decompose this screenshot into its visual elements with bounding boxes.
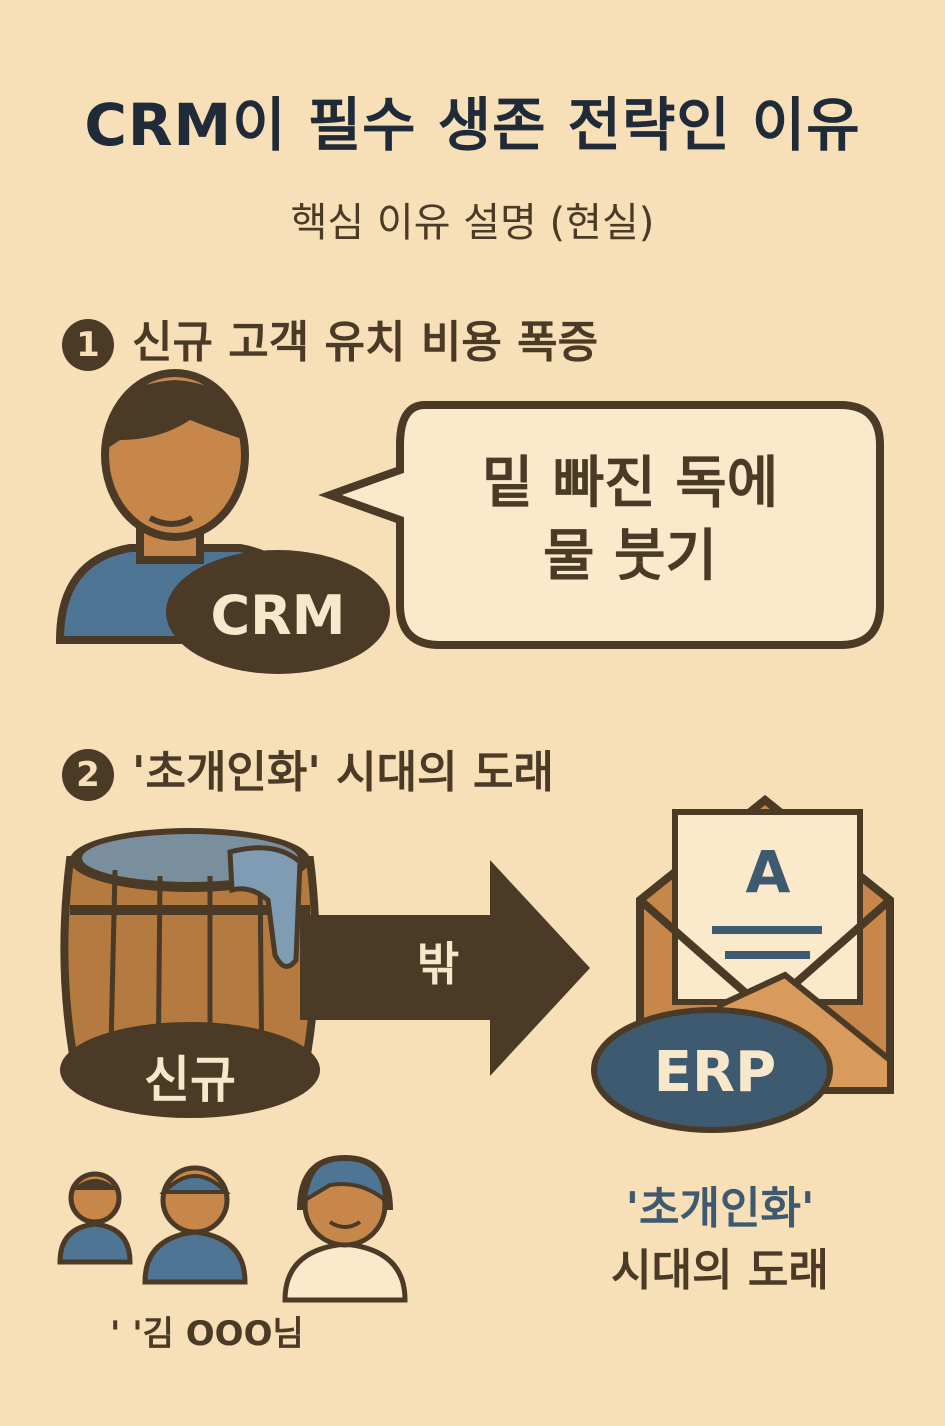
arrow-right-icon	[300, 860, 590, 1076]
speech-bubble-text: 밑 빠진 독에 물 붓기	[420, 448, 840, 594]
customer-icon	[57, 1171, 133, 1265]
section-2-number: 2	[62, 749, 114, 801]
section-2-title: '초개인화' 시대의 도래	[132, 747, 554, 798]
envelope-letter: A	[745, 838, 791, 906]
erp-badge-label: ERP	[653, 1040, 777, 1105]
section-2-heading: 2 '초개인화' 시대의 도래	[62, 736, 554, 801]
customer-icon	[142, 1165, 248, 1285]
barrel-icon	[60, 828, 320, 1118]
crm-badge-label: CRM	[210, 584, 346, 647]
erp-badge	[591, 1007, 833, 1133]
speech-bubble	[318, 401, 884, 649]
barrel-label: 신규	[144, 1051, 236, 1109]
section-1-heading: 1 신규 고객 유치 비용 폭증	[62, 306, 598, 371]
page-subtitle: 핵심 이유 설명 (현실)	[290, 200, 655, 246]
customer-name-label: ' '김 OOO님	[110, 1314, 304, 1354]
arrow-label: 밖	[416, 937, 460, 991]
section-1-title: 신규 고객 유치 비용 폭증	[132, 317, 599, 368]
caption-line-1: '초개인화'	[625, 1183, 815, 1234]
headset-agent-icon	[282, 1154, 408, 1303]
caption-line-2: 시대의 도래	[611, 1245, 829, 1296]
page-title: CRM이 필수 생존 전략인 이유	[84, 91, 861, 159]
section-1-number: 1	[62, 319, 114, 371]
crm-badge	[166, 550, 390, 674]
bubble-line-2: 물 붓기	[542, 523, 718, 589]
bubble-line-1: 밑 빠진 독에	[481, 451, 779, 516]
